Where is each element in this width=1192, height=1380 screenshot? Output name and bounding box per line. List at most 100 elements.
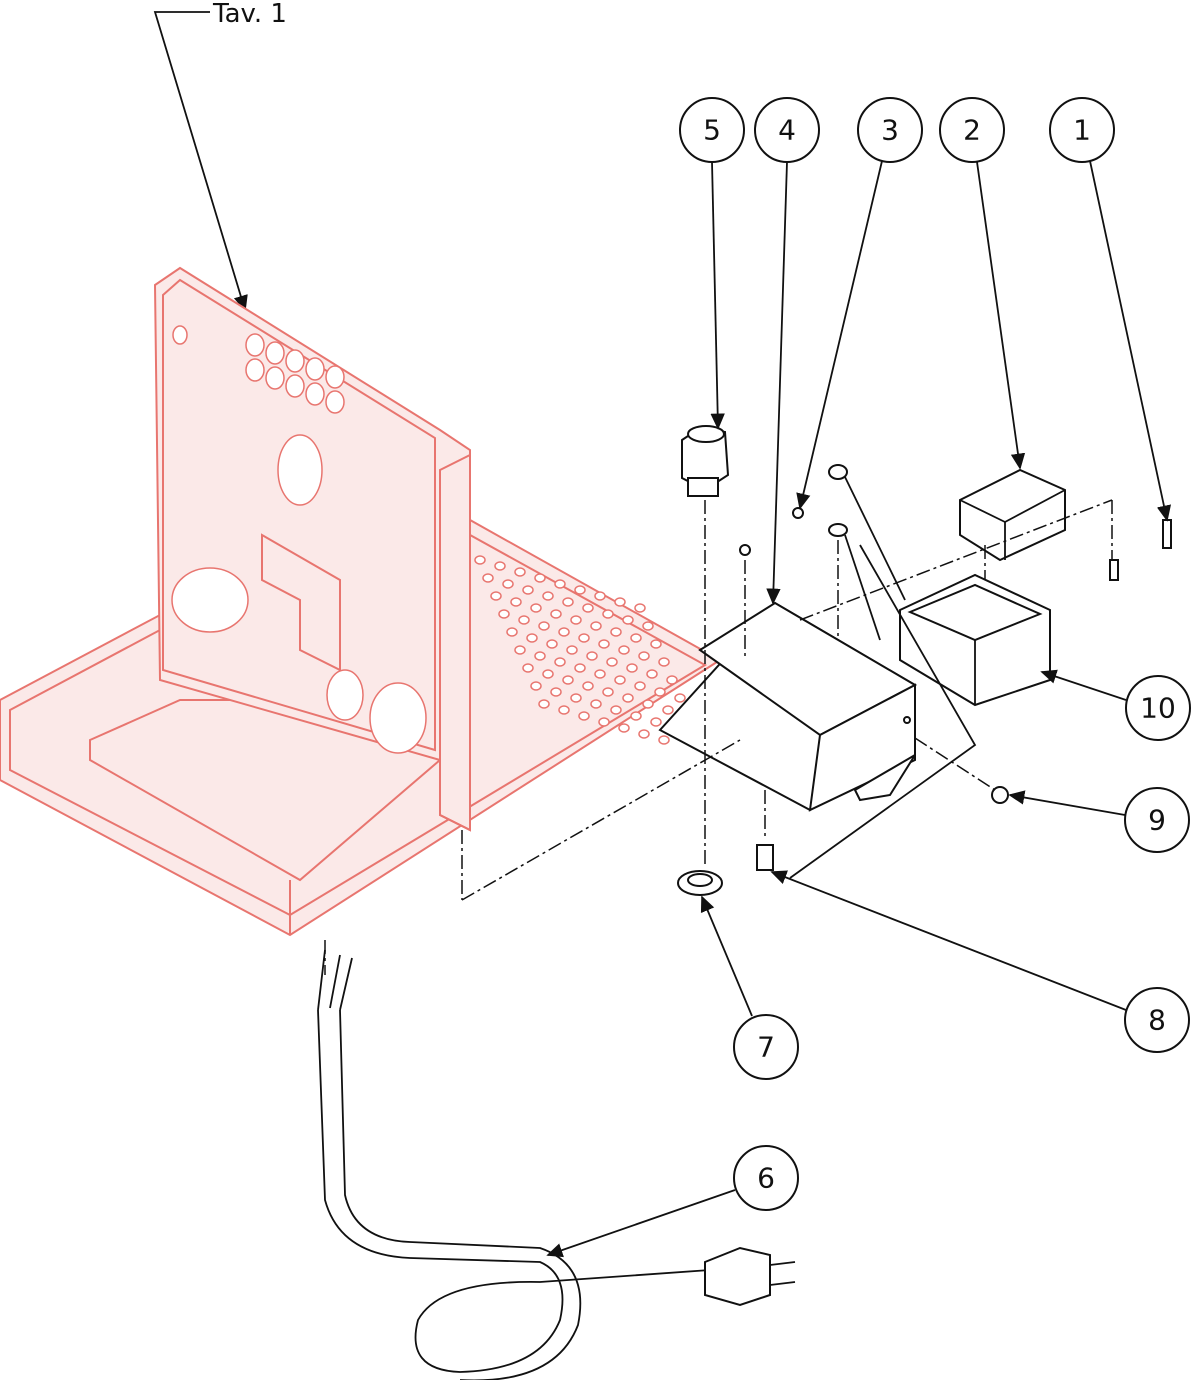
perforation-hole — [554, 657, 566, 667]
callout-8: 8 — [1124, 987, 1190, 1053]
perforation-hole — [646, 669, 658, 679]
perforation-hole — [622, 693, 634, 703]
callout-6: 6 — [733, 1145, 799, 1211]
callout-9: 9 — [1124, 787, 1190, 853]
perforation-hole — [494, 561, 506, 571]
perforation-hole — [574, 663, 586, 673]
panel-hole — [305, 382, 325, 406]
perforation-hole — [506, 627, 518, 637]
perforation-hole — [602, 687, 614, 697]
panel-hole — [305, 357, 325, 381]
svg-text:6: 6 — [757, 1162, 775, 1195]
perforation-hole — [650, 639, 662, 649]
perforation-hole — [598, 639, 610, 649]
perforation-hole — [618, 723, 630, 733]
callout-10: 10 — [1125, 675, 1191, 741]
perforation-hole — [590, 621, 602, 631]
perforation-hole — [594, 669, 606, 679]
perforation-hole — [614, 597, 626, 607]
svg-text:4: 4 — [778, 114, 796, 147]
perforation-hole — [578, 633, 590, 643]
perforation-hole — [530, 603, 542, 613]
perforation-hole — [498, 609, 510, 619]
perforation-hole — [582, 681, 594, 691]
svg-text:3: 3 — [881, 114, 899, 147]
perforation-hole — [658, 657, 670, 667]
perforation-hole — [666, 675, 678, 685]
perforation-hole — [634, 603, 646, 613]
svg-text:9: 9 — [1148, 804, 1166, 837]
transformer-part-10 — [899, 573, 1051, 707]
perforation-hole — [562, 597, 574, 607]
callout-3: 3 — [857, 97, 923, 163]
panel-hole — [325, 365, 345, 389]
panel-hole — [245, 333, 265, 357]
electrical-box — [658, 601, 918, 812]
svg-text:7: 7 — [757, 1031, 775, 1064]
perforation-hole — [530, 681, 542, 691]
power-cord-part-6 — [317, 949, 796, 1380]
callout-7: 7 — [733, 1014, 799, 1080]
perforation-hole — [598, 717, 610, 727]
perforation-hole — [578, 711, 590, 721]
svg-text:8: 8 — [1148, 1004, 1166, 1037]
perforation-hole — [514, 645, 526, 655]
perforation-hole — [542, 591, 554, 601]
perforation-hole — [614, 675, 626, 685]
perforation-hole — [574, 585, 586, 595]
panel-hole — [325, 390, 345, 414]
perforation-hole — [518, 615, 530, 625]
perforation-hole — [638, 729, 650, 739]
perforation-hole — [514, 567, 526, 577]
perforation-hole — [522, 663, 534, 673]
machine-frame — [0, 266, 722, 937]
perforation-hole — [554, 579, 566, 589]
perforation-hole — [542, 669, 554, 679]
perforation-hole — [582, 603, 594, 613]
perforation-hole — [662, 705, 674, 715]
reference-label-tav1: Tav. 1 — [153, 0, 287, 312]
panel-hole — [285, 374, 305, 398]
perforation-hole — [558, 627, 570, 637]
perforation-hole — [550, 687, 562, 697]
perforation-hole — [510, 597, 522, 607]
perforation-hole — [586, 651, 598, 661]
perforation-hole — [642, 699, 654, 709]
perforation-hole — [654, 687, 666, 697]
perforation-hole — [502, 579, 514, 589]
svg-text:2: 2 — [963, 114, 981, 147]
perforation-hole — [622, 615, 634, 625]
callout-4: 4 — [754, 97, 820, 163]
perforation-hole — [602, 609, 614, 619]
callout-2: 2 — [939, 97, 1005, 163]
perforation-hole — [538, 699, 550, 709]
perforation-hole — [650, 717, 662, 727]
perforation-hole — [642, 621, 654, 631]
perforation-hole — [674, 693, 686, 703]
perforation-hole — [630, 633, 642, 643]
perforation-hole — [562, 675, 574, 685]
perforation-hole — [482, 573, 494, 583]
perforation-hole — [490, 591, 502, 601]
panel-hole — [265, 366, 285, 390]
cable-gland-part-5 — [681, 425, 730, 497]
perforation-hole — [546, 639, 558, 649]
perforation-hole — [634, 681, 646, 691]
perforation-hole — [558, 705, 570, 715]
perforation-hole — [534, 573, 546, 583]
locknut-hole — [687, 873, 713, 887]
perforation-hole — [474, 555, 486, 565]
callout-1: 1 — [1049, 97, 1115, 163]
perforation-hole — [570, 693, 582, 703]
perforation-hole — [626, 663, 638, 673]
panel-hole — [285, 349, 305, 373]
perforation-hole — [526, 633, 538, 643]
perforation-hole — [550, 609, 562, 619]
assembly-lines — [324, 499, 1113, 975]
perforation-hole — [570, 615, 582, 625]
panel-hole — [245, 358, 265, 382]
svg-text:10: 10 — [1140, 692, 1176, 725]
perforation-hole — [566, 645, 578, 655]
perforation-hole — [610, 627, 622, 637]
perforation-hole — [606, 657, 618, 667]
